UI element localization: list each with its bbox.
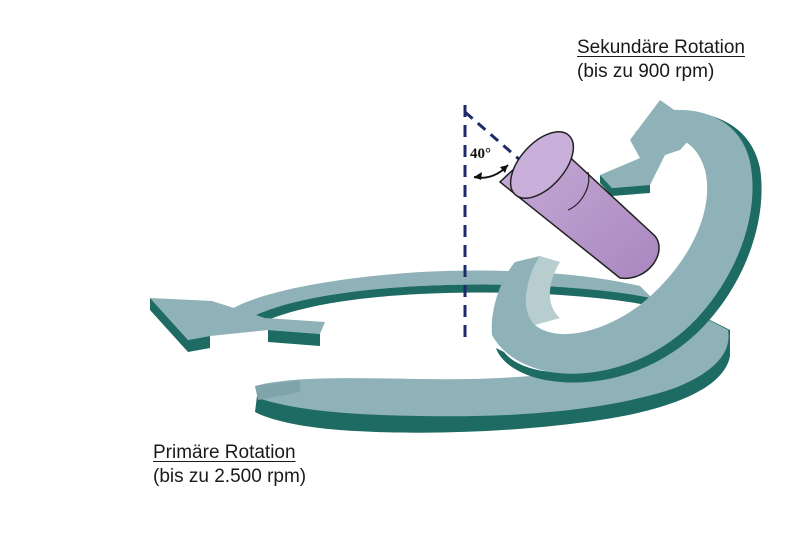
secondary-rotation-title: Sekundäre Rotation <box>577 37 745 58</box>
primary-rotation-label: Primäre Rotation (bis zu 2.500 rpm) <box>153 441 306 489</box>
secondary-ring-top <box>491 109 753 374</box>
primary-arrow-head <box>150 298 325 340</box>
primary-ring-tail <box>255 380 300 400</box>
primary-rotation-title: Primäre Rotation <box>153 442 296 463</box>
primary-ring-side-back <box>250 284 652 326</box>
secondary-arrow-head-side <box>600 175 650 196</box>
secondary-arrow-head <box>600 100 700 188</box>
secondary-rotation-ring <box>491 100 762 383</box>
primary-ring-top-front <box>255 305 729 417</box>
tilted-axis <box>464 110 521 162</box>
primary-arrow-head-side <box>150 298 210 352</box>
primary-arrow-head-side-2 <box>268 330 320 346</box>
primary-rotation-subtitle: (bis zu 2.500 rpm) <box>153 466 307 487</box>
secondary-rotation-label: Sekundäre Rotation (bis zu 900 rpm) <box>577 36 745 84</box>
angle-arrow-left-icon <box>474 172 482 180</box>
secondary-ring-inner <box>525 256 560 325</box>
secondary-rotation-subtitle: (bis zu 900 rpm) <box>577 61 715 82</box>
cylinder-collar <box>567 171 590 211</box>
angle-arrow-right-icon <box>500 165 508 173</box>
angle-label: 40° <box>470 146 491 162</box>
cylinder-top <box>509 131 575 199</box>
sample-cylinder <box>498 131 660 279</box>
